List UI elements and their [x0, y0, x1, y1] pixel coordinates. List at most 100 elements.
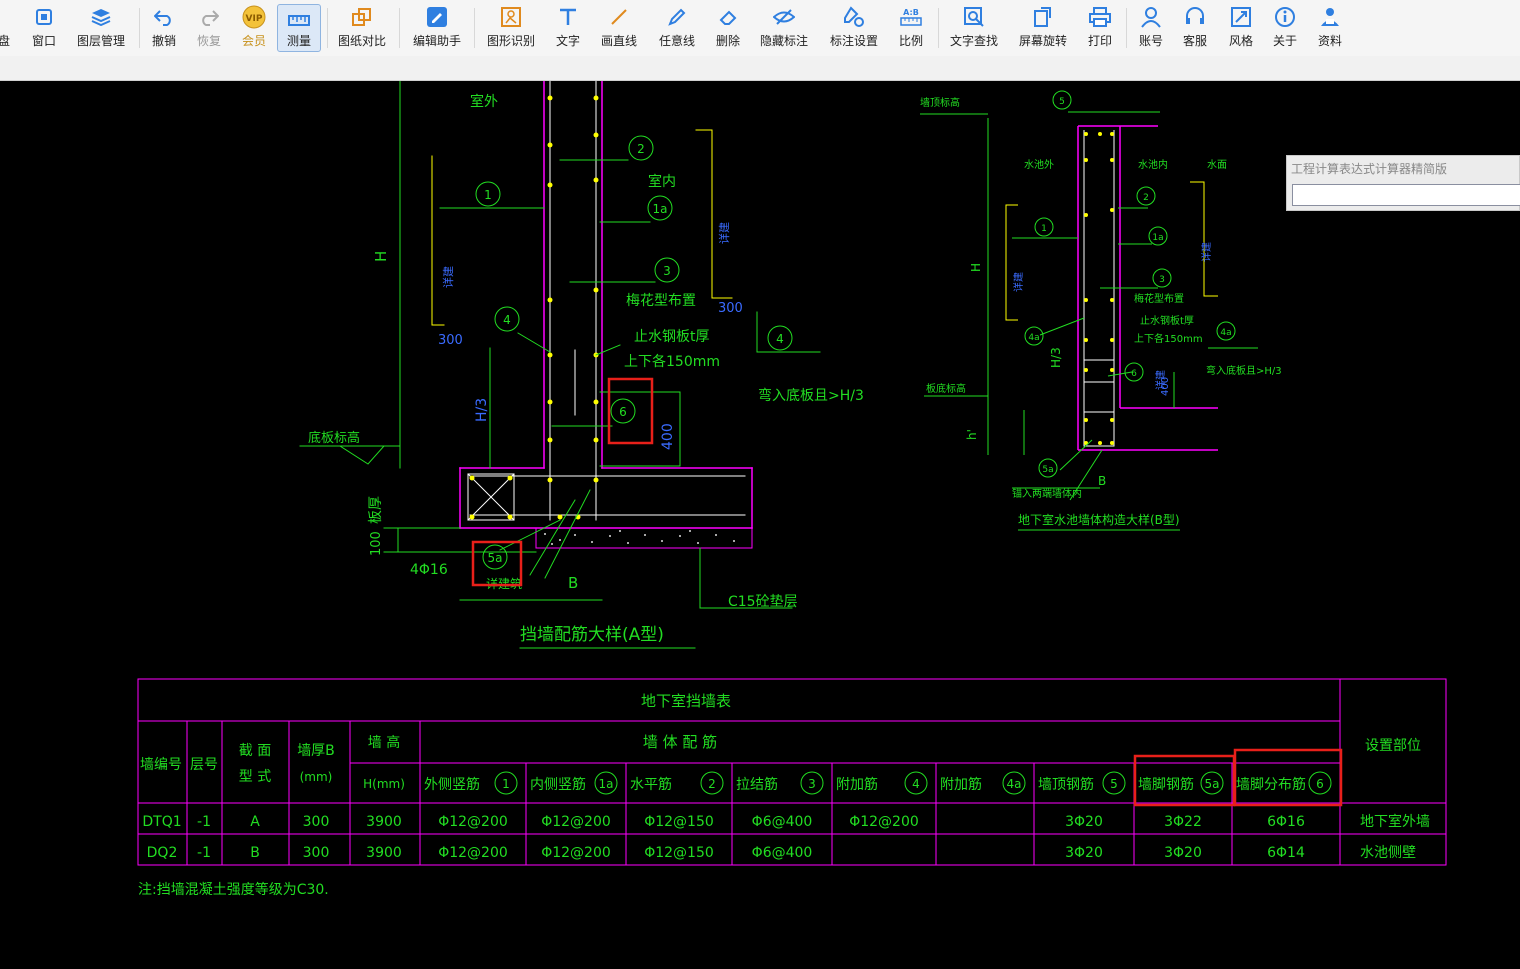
- subheader-circle-label-3: 3: [808, 777, 816, 791]
- dim-400-b: 400: [1160, 377, 1171, 396]
- table-cell-rebar: 3Φ20: [1065, 845, 1103, 861]
- subheader-7: 墙脚钢筋: [1138, 776, 1194, 793]
- toolbar-text-button[interactable]: 文字: [549, 0, 587, 56]
- table-cell-location: 地下室外墙: [1360, 813, 1430, 830]
- toolbar-about-button[interactable]: 关于: [1266, 0, 1304, 56]
- dim-h-b: H: [969, 263, 983, 272]
- title-drawing-a: 挡墙配筋大样(A型): [520, 625, 664, 645]
- subheader-5: 附加筋: [940, 776, 982, 793]
- circle-b-4a-right: 4a: [1220, 328, 1231, 338]
- subheader-circle-label-8: 6: [1316, 777, 1324, 791]
- table-cell-rebar: Φ12@150: [644, 814, 714, 830]
- table-cell-rebar: 3Φ20: [1164, 845, 1202, 861]
- toolbar-undo-button[interactable]: 撤销: [146, 0, 182, 56]
- vip-icon: VIP: [242, 0, 266, 34]
- shape-recognize-icon: [500, 0, 522, 34]
- layers-icon: [91, 0, 111, 34]
- label-bars: 4Φ16: [410, 562, 448, 578]
- freehand-icon: [667, 0, 687, 34]
- toolbar-freehand-button[interactable]: 任意线: [654, 0, 700, 56]
- table-cell-rebar: Φ12@200: [541, 814, 611, 830]
- title-drawing-b: 地下室水池墙体构造大样(B型): [1018, 512, 1180, 527]
- toolbar-compare-button[interactable]: 图纸对比: [334, 0, 390, 56]
- toolbar-shape-recognize-button[interactable]: 图形识别: [482, 0, 540, 56]
- label-side1-b: 详建: [1012, 272, 1025, 292]
- toolbar-materials-button[interactable]: 资料: [1310, 0, 1350, 56]
- header-height2: H(mm): [363, 777, 405, 791]
- account-icon: [1141, 0, 1161, 34]
- toolbar-scale-button[interactable]: A:B 比例: [892, 0, 930, 56]
- circle-b-6: 6: [1131, 369, 1137, 379]
- table-cell-rebar: Φ12@200: [438, 845, 508, 861]
- toolbar-window-button[interactable]: 窗口: [26, 0, 62, 56]
- toolbar-rotate-screen-button[interactable]: 屏幕旋转: [1015, 0, 1071, 56]
- header-floor: 层号: [190, 757, 218, 773]
- subheader-8: 墙脚分布筋: [1236, 776, 1306, 793]
- subheader-circle-8: [1308, 771, 1332, 795]
- toolbar-style-button[interactable]: 风格: [1222, 0, 1260, 56]
- subheader-circle-3: [800, 771, 824, 795]
- scale-icon: A:B: [899, 0, 923, 34]
- label-water-inside: 水池内: [1138, 158, 1168, 171]
- toolbar-vip-button[interactable]: VIP 会员: [236, 0, 272, 56]
- label-waterstop1-b: 止水钢板t厚: [1140, 314, 1194, 327]
- subheader-circle-label-0: 1: [502, 777, 510, 791]
- dim-b-b: B: [1098, 474, 1106, 488]
- table-cell-wall: DQ2: [147, 845, 178, 861]
- label-plum-b: 梅花型布置: [1134, 292, 1184, 305]
- header-thick2: (mm): [300, 770, 333, 784]
- toolbar-delete-button[interactable]: 删除: [708, 0, 748, 56]
- table-cell-thick: 300: [303, 845, 330, 861]
- subheader-circle-4: [904, 771, 928, 795]
- header-thick1: 墙厚B: [297, 743, 335, 759]
- toolbar-account-button[interactable]: 账号: [1132, 0, 1170, 56]
- label-side3-b: 详建: [1154, 370, 1167, 390]
- subheader-4: 附加筋: [836, 776, 878, 793]
- table-cell-rebar: 3Φ20: [1065, 814, 1103, 830]
- label-bend: 弯入底板且>H/3: [758, 387, 864, 404]
- circle-6: 6: [619, 405, 627, 419]
- drawing-canvas[interactable]: 室外 室内 梅花型布置 止水钢板t厚 上下各150mm 弯入底板且>H/3 底板…: [0, 81, 1520, 969]
- label-plum: 梅花型布置: [626, 293, 696, 309]
- label-waterstop2: 上下各150mm: [624, 354, 720, 370]
- subheader-1: 内侧竖筋: [530, 776, 586, 793]
- toolbar-edit-assistant-button[interactable]: 编辑助手: [408, 0, 466, 56]
- subheader-circle-0: [494, 771, 518, 795]
- toolbar-layers-button[interactable]: 图层管理: [72, 0, 130, 56]
- toolbar-redo-button[interactable]: 恢复: [191, 0, 227, 56]
- circle-b-2: 2: [1143, 193, 1149, 203]
- toolbar-draw-line-button[interactable]: 画直线: [596, 0, 642, 56]
- header-wall-no: 墙编号: [140, 757, 182, 773]
- table-cell-rebar: Φ12@200: [541, 845, 611, 861]
- toolbar-hide-mark-button[interactable]: 隐藏标注: [756, 0, 812, 56]
- mark-settings-icon: [843, 0, 865, 34]
- label-waterstop2-b: 上下各150mm: [1134, 332, 1203, 345]
- circle-b-5a: 5a: [1042, 465, 1053, 475]
- header-section2: 型 式: [239, 769, 271, 785]
- header-location: 设置部位: [1365, 738, 1421, 754]
- circle-1: 1: [484, 188, 492, 202]
- circle-4b: 4: [776, 332, 784, 346]
- circle-1a: 1a: [653, 202, 668, 216]
- table-cell-thick: 300: [303, 814, 330, 830]
- table-cell-type: A: [250, 814, 260, 830]
- header-height1: 墙 高: [368, 734, 400, 751]
- hide-mark-icon: [773, 0, 795, 34]
- toolbar-disk-button[interactable]: 盘: [0, 34, 10, 48]
- toolbar-measure-button[interactable]: 测量: [277, 4, 321, 52]
- toolbar-print-button[interactable]: 打印: [1081, 0, 1119, 56]
- label-scrap2: 详建: [441, 266, 455, 288]
- toolbar-service-button[interactable]: 客服: [1176, 0, 1214, 56]
- subheader-circle-7: [1200, 771, 1224, 795]
- print-icon: [1089, 0, 1111, 34]
- table-cell-height: 3900: [366, 845, 402, 861]
- subheader-circle-2: [700, 771, 724, 795]
- expression-calculator-panel[interactable]: 工程计算表达式计算器精简版: [1286, 155, 1520, 211]
- calculator-input[interactable]: [1292, 184, 1520, 206]
- toolbar-mark-settings-button[interactable]: 标注设置: [825, 0, 883, 56]
- vip-badge-text: VIP: [246, 14, 263, 24]
- rotate-screen-icon: [1032, 0, 1054, 34]
- toolbar-text-search-button[interactable]: 文字查找: [946, 0, 1002, 56]
